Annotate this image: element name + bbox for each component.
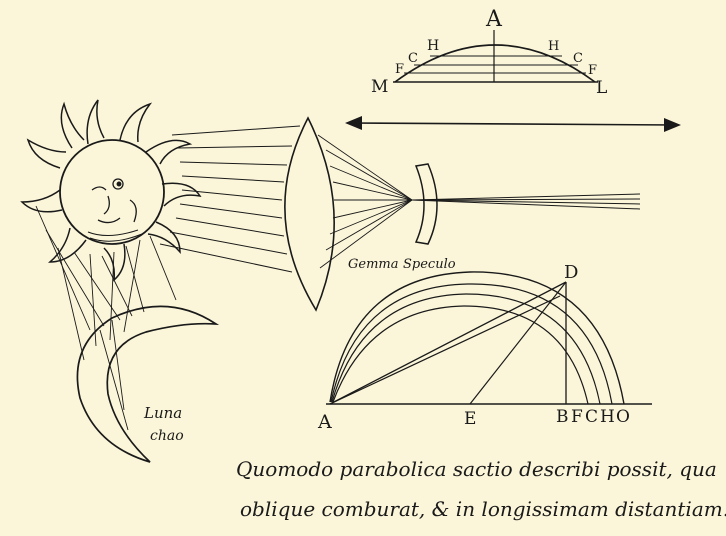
parallel-beam [411, 193, 641, 210]
label-A-top: A [485, 7, 503, 32]
mirror-outline [414, 163, 438, 245]
distance-line-stroke [347, 122, 679, 126]
label-A-bottom: A [317, 411, 332, 433]
arrowhead-right [664, 118, 681, 132]
label-E: E [464, 409, 476, 429]
label-F-bottom: F [571, 407, 583, 427]
line-E-D [469, 281, 567, 405]
arrowhead-left [345, 116, 362, 130]
mirror-label: Speculo [403, 257, 456, 272]
line-A-D2 [329, 295, 561, 405]
moon-rays [35, 205, 177, 431]
converging-rays [317, 134, 413, 269]
moon-outline [76, 305, 220, 463]
lens-label: Gemma [348, 257, 398, 272]
sun-disc [59, 139, 165, 245]
caption-line2: oblique comburat, & in longissimam dista… [240, 497, 726, 521]
label-O: O [616, 407, 630, 427]
top-arc [394, 44, 596, 83]
sun [20, 99, 202, 282]
label-F-right: F [588, 63, 597, 78]
arc-3 [331, 293, 601, 405]
sun-rays [159, 125, 301, 273]
top-arc-figure: A M L F C H H C F [371, 7, 607, 98]
sun-flames [20, 99, 202, 282]
moon-label-line1: Luna [143, 404, 182, 422]
label-C-bottom: C [585, 407, 598, 427]
label-H-left: H [427, 38, 439, 54]
distance-line [345, 116, 681, 132]
concave-mirror [411, 163, 641, 245]
caption-line1: Quomodo parabolica sactio describi possi… [236, 457, 717, 481]
label-H-bottom: H [600, 407, 615, 427]
label-F-left: F [395, 62, 404, 77]
label-D: D [564, 262, 578, 283]
moon-label-line2: chao [150, 428, 184, 444]
crescent-moon [76, 305, 220, 463]
lens [284, 116, 413, 312]
sun-face [87, 178, 143, 242]
label-L: L [596, 78, 607, 98]
label-C-left: C [408, 51, 418, 66]
arc-2 [330, 283, 613, 405]
label-H-right: H [548, 39, 559, 54]
label-M: M [371, 77, 388, 97]
label-C-right: C [573, 51, 583, 66]
label-B: B [556, 407, 569, 427]
line-A-D [329, 281, 567, 405]
lens-outline [284, 116, 335, 312]
arcs-figure: D A E B F C H O [317, 262, 652, 433]
arc-outer [329, 271, 625, 405]
